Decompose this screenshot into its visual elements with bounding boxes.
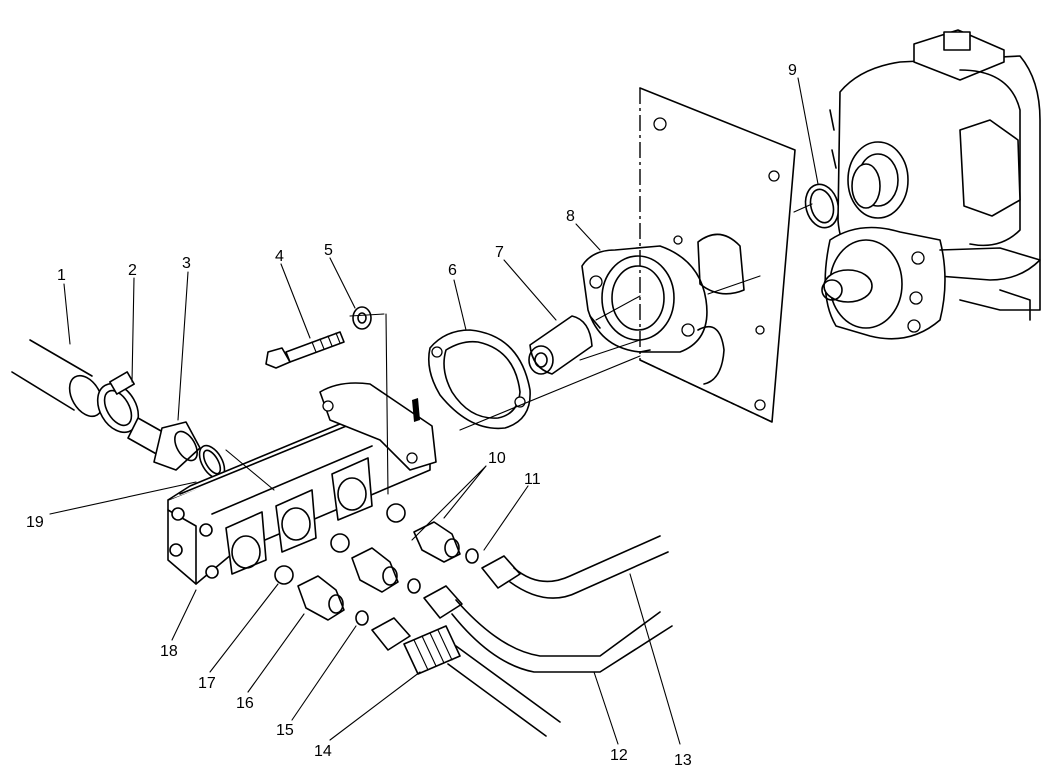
hose-clamp-part-2 [96, 371, 140, 434]
mounting-plate [639, 87, 796, 423]
callout-16: 16 [236, 695, 254, 712]
callout-17: 17 [198, 675, 216, 692]
leader-lines [49, 77, 819, 745]
hydraulic-lines [371, 535, 673, 737]
washer-part-5 [352, 306, 372, 330]
bolt-part-4 [265, 331, 345, 369]
gasket-part-6 [427, 329, 531, 430]
callout-3: 3 [182, 255, 191, 272]
callout-4: 4 [275, 248, 284, 265]
o-ring-part-11 [465, 548, 479, 564]
callout-5: 5 [324, 242, 333, 259]
callout-10: 10 [488, 450, 506, 467]
callout-12: 12 [610, 747, 628, 764]
callout-18: 18 [160, 643, 178, 660]
callout-19: 19 [26, 514, 44, 531]
hose-part-12 [423, 585, 673, 673]
callout-14: 14 [314, 743, 332, 760]
callout-8: 8 [566, 208, 575, 225]
fitting-part-16 [297, 575, 345, 621]
o-ring-part-15 [355, 610, 369, 626]
hose-barb-fitting-part-3 [127, 417, 226, 480]
coupler-part-7 [528, 315, 593, 375]
hose-part-1 [11, 339, 104, 418]
callout-1: 1 [57, 267, 66, 284]
gear-pump-body-part-18 [167, 382, 437, 585]
o-ring-part-17 [274, 565, 294, 585]
callout-labels: 1 2 3 4 5 6 7 8 9 10 11 12 13 14 15 16 1… [26, 62, 797, 769]
fitting-part-10-lower [351, 547, 399, 593]
hose-part-13 [481, 535, 669, 599]
callout-6: 6 [448, 262, 457, 279]
callout-9: 9 [788, 62, 797, 79]
callout-15: 15 [276, 722, 294, 739]
adapter-flange-part-8 [581, 245, 708, 353]
callout-7: 7 [495, 244, 504, 261]
callout-11: 11 [524, 471, 541, 488]
fitting-part-10-upper [413, 521, 461, 563]
straight-fittings [297, 521, 461, 621]
hydrostatic-pump-assembly [821, 29, 1041, 340]
o-ring-part-9 [804, 183, 840, 229]
callout-13: 13 [674, 752, 692, 769]
centerlines [225, 203, 813, 495]
hose-part-14 [371, 617, 561, 737]
o-rings [274, 503, 479, 626]
callout-2: 2 [128, 262, 137, 279]
